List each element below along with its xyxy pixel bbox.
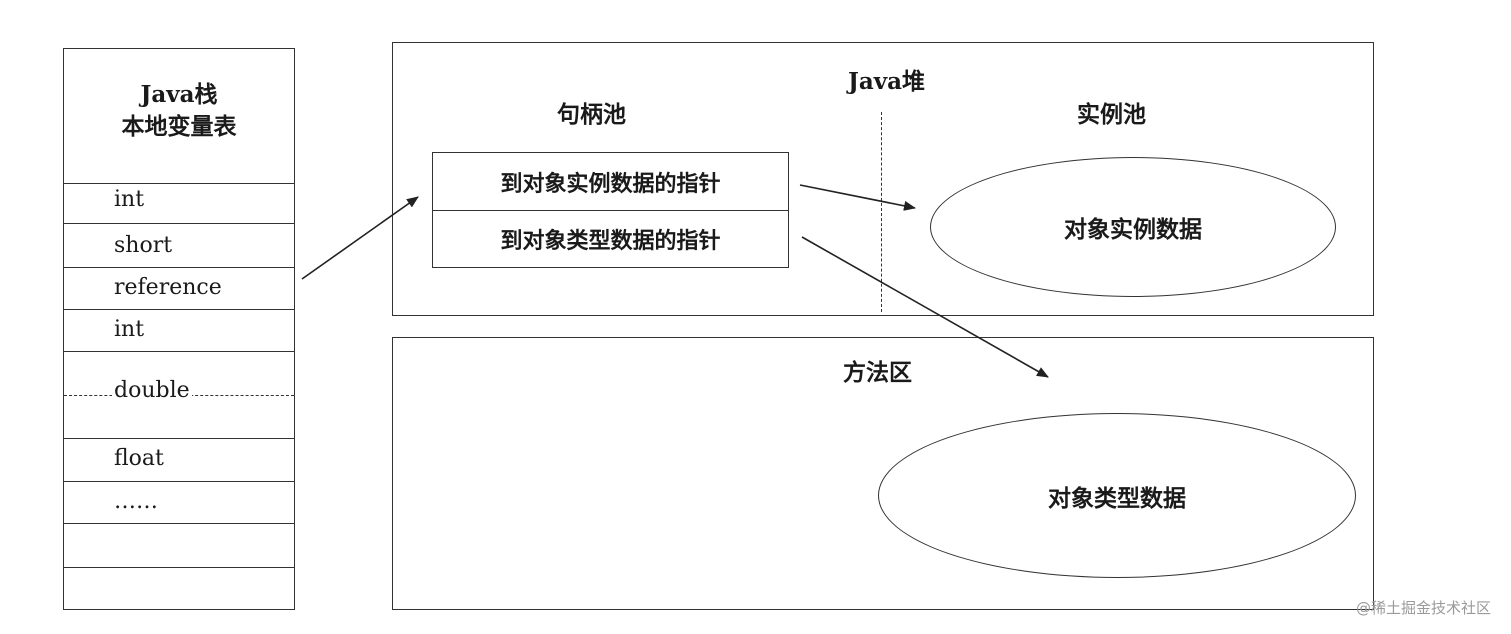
object-type-data-label: 对象类型数据 [1048, 484, 1186, 512]
stack-row-divider [64, 183, 294, 184]
java-stack-title-line2: 本地变量表 [121, 113, 237, 140]
object-instance-data-label: 对象实例数据 [1064, 216, 1202, 243]
stack-slot-float: float [112, 446, 166, 472]
stack-slot-ellipsis: …… [112, 489, 160, 515]
stack-slot-reference: reference [112, 275, 224, 301]
object-type-data: 对象类型数据 [878, 413, 1356, 578]
heap-pool-divider [881, 112, 882, 312]
stack-row-divider [64, 351, 294, 352]
stack-slot-int: int [112, 317, 147, 343]
stack-row-divider [64, 309, 294, 310]
handle-pool-title: 句柄池 [557, 101, 626, 128]
object-instance-data: 对象实例数据 [930, 157, 1336, 297]
instance-pool-title: 实例池 [1077, 101, 1146, 128]
pointer-to-type-data: 到对象类型数据的指针 [500, 227, 721, 254]
stack-slot-short: short [112, 233, 175, 259]
method-area-title: 方法区 [843, 359, 912, 386]
java-stack-local-variable-table: Java栈 本地变量表 int short reference int doub… [63, 48, 295, 610]
stack-slot-int: int [112, 187, 147, 213]
pointer-to-instance-data: 到对象实例数据的指针 [433, 153, 788, 211]
java-stack-title-line1: Java栈 [140, 81, 218, 108]
stack-row-divider [64, 223, 294, 224]
java-stack-title: Java栈 本地变量表 [64, 79, 294, 143]
stack-row-divider [64, 567, 294, 568]
java-heap-title: Java堆 [848, 68, 926, 95]
stack-row-divider [64, 481, 294, 482]
stack-slot-double: double [112, 378, 192, 404]
stack-row-divider [64, 523, 294, 524]
handle-entry: 到对象实例数据的指针 到对象类型数据的指针 [432, 152, 789, 268]
stack-row-divider [64, 267, 294, 268]
watermark: @稀土掘金技术社区 [1355, 599, 1491, 617]
stack-row-divider [64, 438, 294, 439]
